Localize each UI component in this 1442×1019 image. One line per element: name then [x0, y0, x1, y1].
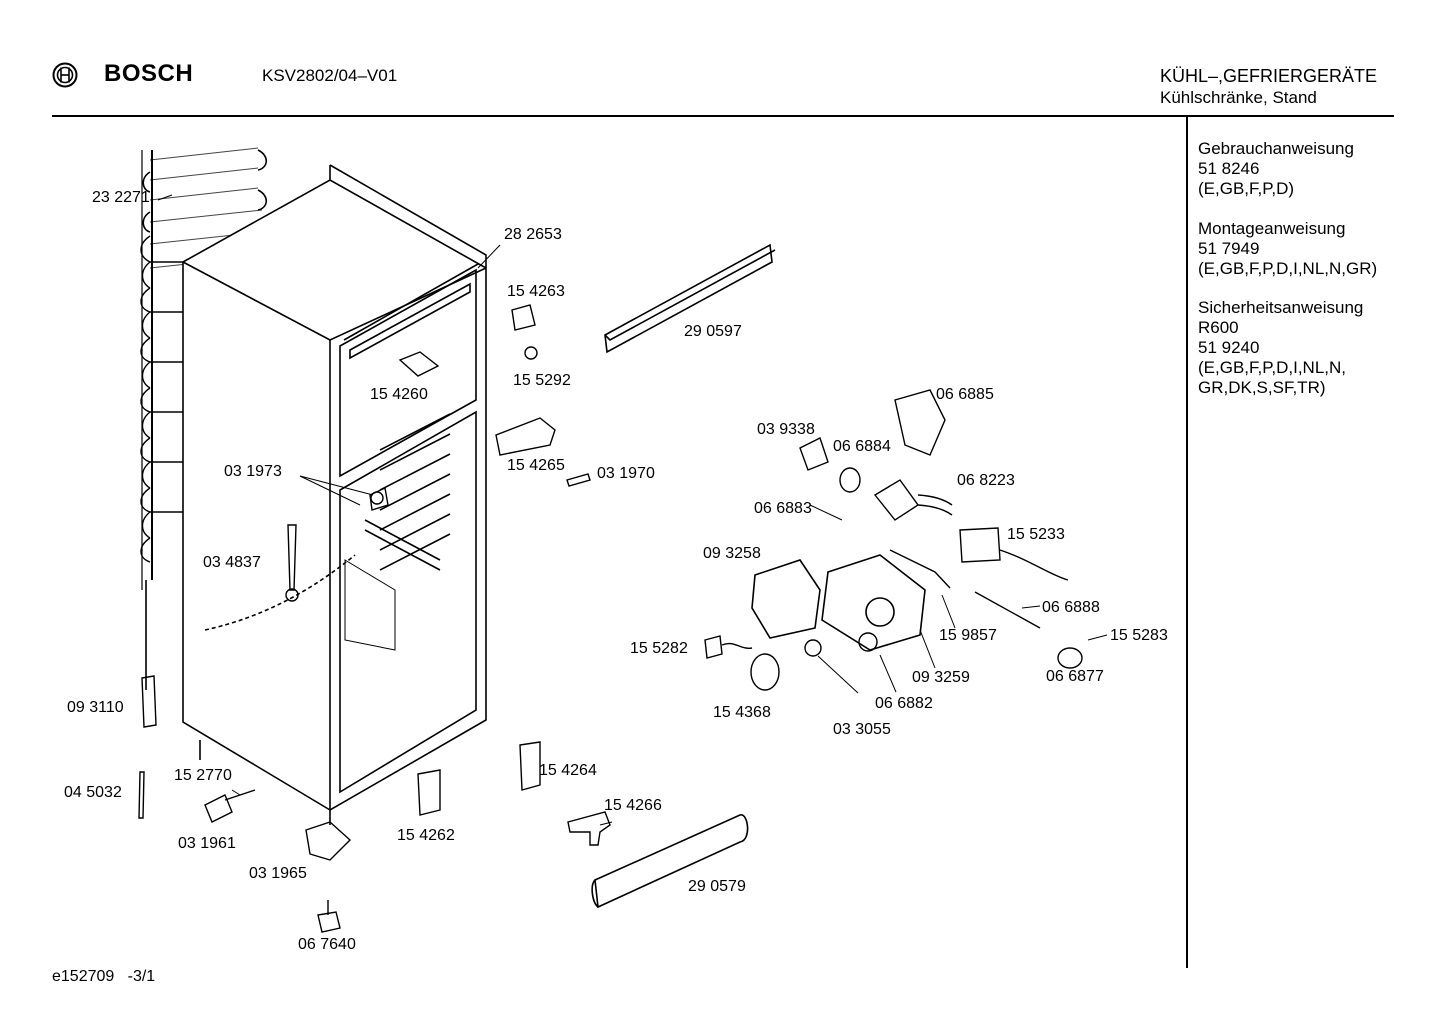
lamp-holder-icon	[1057, 647, 1083, 669]
safety-languages-1: (E,GB,F,P,D,I,NL,N,	[1198, 358, 1347, 377]
part-label: 09 3259	[912, 669, 970, 686]
cover-clip-icon	[894, 389, 946, 456]
part-label: 15 9857	[939, 627, 997, 644]
part-label: 15 4266	[604, 797, 662, 814]
part-label: 03 1961	[178, 835, 236, 852]
heater-rod-icon	[889, 549, 1041, 629]
category-title: KÜHL–,GEFRIERGERÄTE	[1160, 66, 1378, 86]
assembly-languages: (E,GB,F,P,D,I,NL,N,GR)	[1198, 259, 1378, 278]
safety-title: Sicherheitsanweisung	[1198, 298, 1364, 317]
part-label: 06 6884	[833, 438, 891, 455]
thermostat-housing-icon	[751, 554, 926, 651]
part-label: 23 2271	[92, 189, 150, 206]
part-label: 29 0579	[688, 878, 746, 895]
hinge-bottom-icon	[417, 741, 611, 846]
category-subtitle: Kühlschränke, Stand	[1160, 88, 1317, 107]
part-label: 06 6885	[936, 386, 994, 403]
part-label: 09 3258	[703, 545, 761, 562]
part-label: 06 6883	[754, 500, 812, 517]
part-label: 15 4260	[370, 386, 428, 403]
header-divider	[52, 115, 1394, 117]
sidebar-divider	[1186, 117, 1188, 968]
part-label: 06 6877	[1046, 668, 1104, 685]
part-label: 06 6882	[875, 695, 933, 712]
foot-icons	[204, 789, 352, 933]
safety-code: R600	[1198, 318, 1239, 337]
part-label: 15 5282	[630, 640, 688, 657]
brand-name: BOSCH	[104, 60, 194, 87]
rod-icon	[138, 771, 145, 819]
lamp-socket-icon	[799, 437, 861, 493]
assembly-number: 51 7949	[1198, 239, 1260, 258]
part-label: 03 9338	[757, 421, 815, 438]
plug-icon	[704, 635, 753, 659]
part-label: 15 5292	[513, 372, 571, 389]
part-label: 15 4263	[507, 283, 565, 300]
safety-number: 51 9240	[1198, 338, 1260, 357]
part-label: 15 4264	[539, 762, 597, 779]
hinge-top-icon	[511, 304, 538, 360]
door-stop-icon	[369, 486, 389, 511]
knob-icon	[750, 632, 878, 691]
manual-title: Gebrauchanweisung	[1198, 139, 1354, 158]
part-label: 06 6888	[1042, 599, 1100, 616]
manual-number: 51 8246	[1198, 159, 1260, 178]
thermometer-icon	[285, 524, 299, 602]
part-label: 15 4265	[507, 457, 565, 474]
condenser-coil-icon	[140, 147, 268, 690]
part-label: 03 1970	[597, 465, 655, 482]
bracket-icon	[398, 351, 440, 377]
part-label: 15 2770	[174, 767, 232, 784]
bosch-logo-icon	[52, 62, 78, 88]
part-label: 28 2653	[504, 226, 562, 243]
part-label: 15 4262	[397, 827, 455, 844]
top-cover-icon	[604, 243, 776, 354]
part-label: 03 1965	[249, 865, 307, 882]
part-label: 15 5233	[1007, 526, 1065, 543]
exploded-parts-diagram	[138, 147, 1108, 933]
relay-icon	[959, 527, 1069, 581]
part-label: 29 0597	[684, 323, 742, 340]
manual-languages: (E,GB,F,P,D)	[1198, 179, 1295, 198]
part-label: 06 7640	[298, 936, 356, 953]
part-label: 03 1973	[224, 463, 282, 480]
part-label: 15 4368	[713, 704, 771, 721]
sensor-icon	[141, 675, 157, 728]
document-id: e152709 -3/1	[52, 968, 156, 985]
bottom-trim-icon	[591, 814, 749, 909]
part-label: 04 5032	[64, 784, 122, 801]
part-label: 15 5283	[1110, 627, 1168, 644]
model-number: KSV2802/04–V01	[262, 66, 398, 85]
switch-icon	[873, 479, 953, 521]
hinge-mid-icon	[495, 417, 591, 487]
assembly-title: Montageanweisung	[1198, 219, 1346, 238]
part-label: 03 4837	[203, 554, 261, 571]
safety-languages-2: GR,DK,S,SF,TR)	[1198, 378, 1326, 397]
cabinet-body-icon	[182, 164, 487, 825]
part-label: 09 3110	[67, 699, 124, 716]
part-label: 06 8223	[957, 472, 1015, 489]
part-label: 03 3055	[833, 721, 891, 738]
